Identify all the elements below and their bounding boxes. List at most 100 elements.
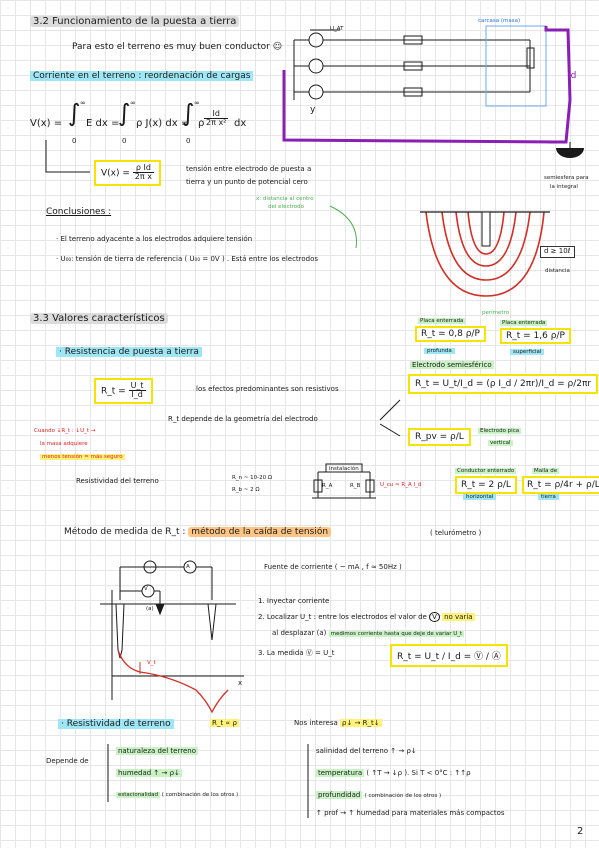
conclusions-title: Conclusiones :: [46, 207, 112, 217]
conclusion-2: · U₀₀: tensión de tierra de referencia (…: [56, 255, 319, 263]
step-1: 1. Inyectar corriente: [258, 597, 330, 605]
vx-desc-1: tensión entre electrodo de puesta a: [186, 165, 312, 173]
dep-7: ↑ prof → ↑ humedad para materiales más c…: [316, 809, 505, 817]
pica-label-2: vertical: [488, 440, 513, 446]
diag-semi-label-1: semiesfera para: [544, 175, 589, 181]
uca-note: U_cu ≈ R_A I_d: [380, 482, 422, 488]
placa2-label: Placa enterrada: [500, 320, 548, 326]
carcasa-box: [485, 25, 547, 107]
placa-label: Placa enterrada: [418, 318, 466, 324]
profunda-label: profunda: [424, 348, 455, 354]
source-2: [308, 58, 324, 74]
equipotential-arcs: [425, 211, 545, 297]
superficial-label: superficial: [510, 349, 545, 355]
intro-text: Para esto el terreno es muy buen conduct…: [72, 42, 283, 52]
diag-semi-label-2: la integral: [550, 184, 578, 190]
section-title-3-2: 3.2 Funcionamiento de la puesta a tierra: [30, 16, 240, 27]
probe-a-label: (a): [146, 606, 154, 612]
pica-label-1: Electrodo pica: [478, 428, 522, 434]
resistance-title: · Resistencia de puesta a tierra: [56, 347, 202, 358]
dep-2: humedad ↑ → ρ↓: [116, 769, 182, 777]
meter-a-label: A: [186, 564, 190, 570]
telurometro-label: ( telurómetro ): [430, 529, 482, 537]
dep-5: temperatura ( ↑T → ↓ρ ). Si T < 0°C : ↑↑…: [316, 769, 471, 777]
dist-note-1: x: distancia al centro: [256, 196, 314, 202]
cond-label: Conductor enterrado: [455, 468, 517, 474]
semisphere: [556, 148, 584, 158]
semi-label: Electrodo semiesférico: [410, 361, 494, 369]
horizontal-label: horizontal: [463, 494, 497, 500]
step3-box: R_t = U_t / I_d = Ⓥ / Ⓐ: [390, 644, 508, 667]
diag-y-label: y: [310, 105, 316, 115]
integral-sign-1: ∫: [68, 99, 81, 127]
step-3: 3. La medida Ⓥ = U_t: [258, 649, 335, 657]
installation-label: instalación: [329, 466, 359, 472]
vx-desc-2: tierra y un punto de potencial cero: [186, 178, 308, 186]
cond-eq-box: R_t = 2 ρ/L: [455, 476, 517, 494]
integral-sign-2: ∫: [118, 99, 131, 127]
int-limit-bot-2: 0: [122, 137, 127, 145]
diag-uat-label: U_AT: [330, 26, 344, 32]
arrow-to-semi: [379, 399, 401, 421]
rn-line-2: R_b ~ 2 Ω: [232, 487, 260, 493]
menos-note: menos tensión = más seguro: [40, 454, 125, 460]
eq-int2: ρ J(x) dx =: [136, 118, 190, 129]
dep-3: estacionalidad ( combinación de los otro…: [116, 792, 239, 798]
fault-path-bottom: [282, 70, 561, 144]
vx-arrow: [45, 140, 90, 173]
ra-label: R_A: [322, 483, 333, 489]
placa2-eq-box: R_t = 1,6 ρ/P: [500, 328, 571, 344]
diag-carcasa-label: carcasa (masa): [478, 18, 521, 24]
dep-6: profundidad ( combinación de los otros ): [316, 791, 442, 799]
semi-eq-box: R_t = U_t/I_d = (ρ I_d / 2πr)/I_d = ρ/2π…: [408, 374, 599, 394]
eq-int1: E dx =: [86, 118, 120, 129]
placa-eq-box: R_t = 0,8 ρ/P: [415, 326, 486, 342]
effects-text: los efectos predominantes son resistivos: [196, 385, 339, 393]
eq-lhs: V(x) =: [30, 118, 63, 129]
meter-v-label: V: [144, 586, 148, 592]
tierra-label: tierra: [538, 494, 559, 500]
conclusion-1: · El terreno adyacente a los electrodos …: [56, 235, 253, 243]
fault-path-right: [544, 26, 572, 144]
cuando-note: Cuando ↓R_t : ↓U_t →: [34, 428, 96, 434]
depends-text: R_t depende de la geometría del electrod…: [168, 415, 318, 423]
nos-interesa: Nos interesa ρ↓ → R_t↓: [294, 719, 382, 727]
malla-label: Malla de: [532, 468, 560, 474]
depende-label: Depende de: [46, 757, 89, 765]
electrode-rod: [481, 211, 491, 247]
vt-label: V_t: [147, 660, 156, 666]
source-3: [308, 84, 324, 100]
source-1: [308, 32, 324, 48]
integral-sign-3: ∫: [182, 99, 195, 127]
rho-rel: R_t ∝ ρ: [210, 719, 240, 727]
section-title-3-3: 3.3 Valores característicos: [30, 313, 168, 324]
dist-box-label: distancia: [545, 268, 570, 274]
metodo-title: Método de medida de R_t : método de la c…: [64, 527, 332, 538]
diag-id-label: Id: [568, 71, 577, 81]
int-limit-top-1: ∞: [80, 99, 86, 107]
dist-box: d ≥ 10ℓ: [540, 246, 575, 258]
arrow-to-pica: [379, 423, 401, 437]
note-arrow: [329, 205, 357, 249]
masa-note: la masa adquiere: [40, 441, 88, 447]
rb-label: R_B: [350, 483, 361, 489]
circuit-diagram: [293, 29, 535, 100]
dep-1: naturaleza del terreno: [116, 747, 198, 755]
resistividad-label: Resistividad del terreno: [76, 477, 159, 485]
pica-eq-box: R_pv = ρ/L: [408, 428, 471, 446]
page-number: 2: [577, 826, 584, 837]
int-limit-top-2: ∞: [130, 99, 136, 107]
rho-title: · Resistividad de terreno: [58, 719, 174, 730]
dep-4: salinidad del terreno ↑ → ρ↓: [316, 747, 417, 755]
subheading-current: Corriente en el terreno : reordenación d…: [30, 71, 254, 82]
eq-dx: dx: [234, 118, 247, 129]
int-limit-top-3: ∞: [194, 99, 200, 107]
rn-line-1: R_n ~ 10-20 Ω: [232, 475, 273, 481]
malla-eq-box: R_t = ρ/4r + ρ/L: [522, 476, 599, 494]
method-diagram: [100, 560, 244, 700]
potential-curve: [117, 649, 229, 714]
eq-int3: ρ: [198, 118, 205, 129]
step-2-cont: al desplazar (a) medimos corriente hasta…: [272, 629, 465, 637]
